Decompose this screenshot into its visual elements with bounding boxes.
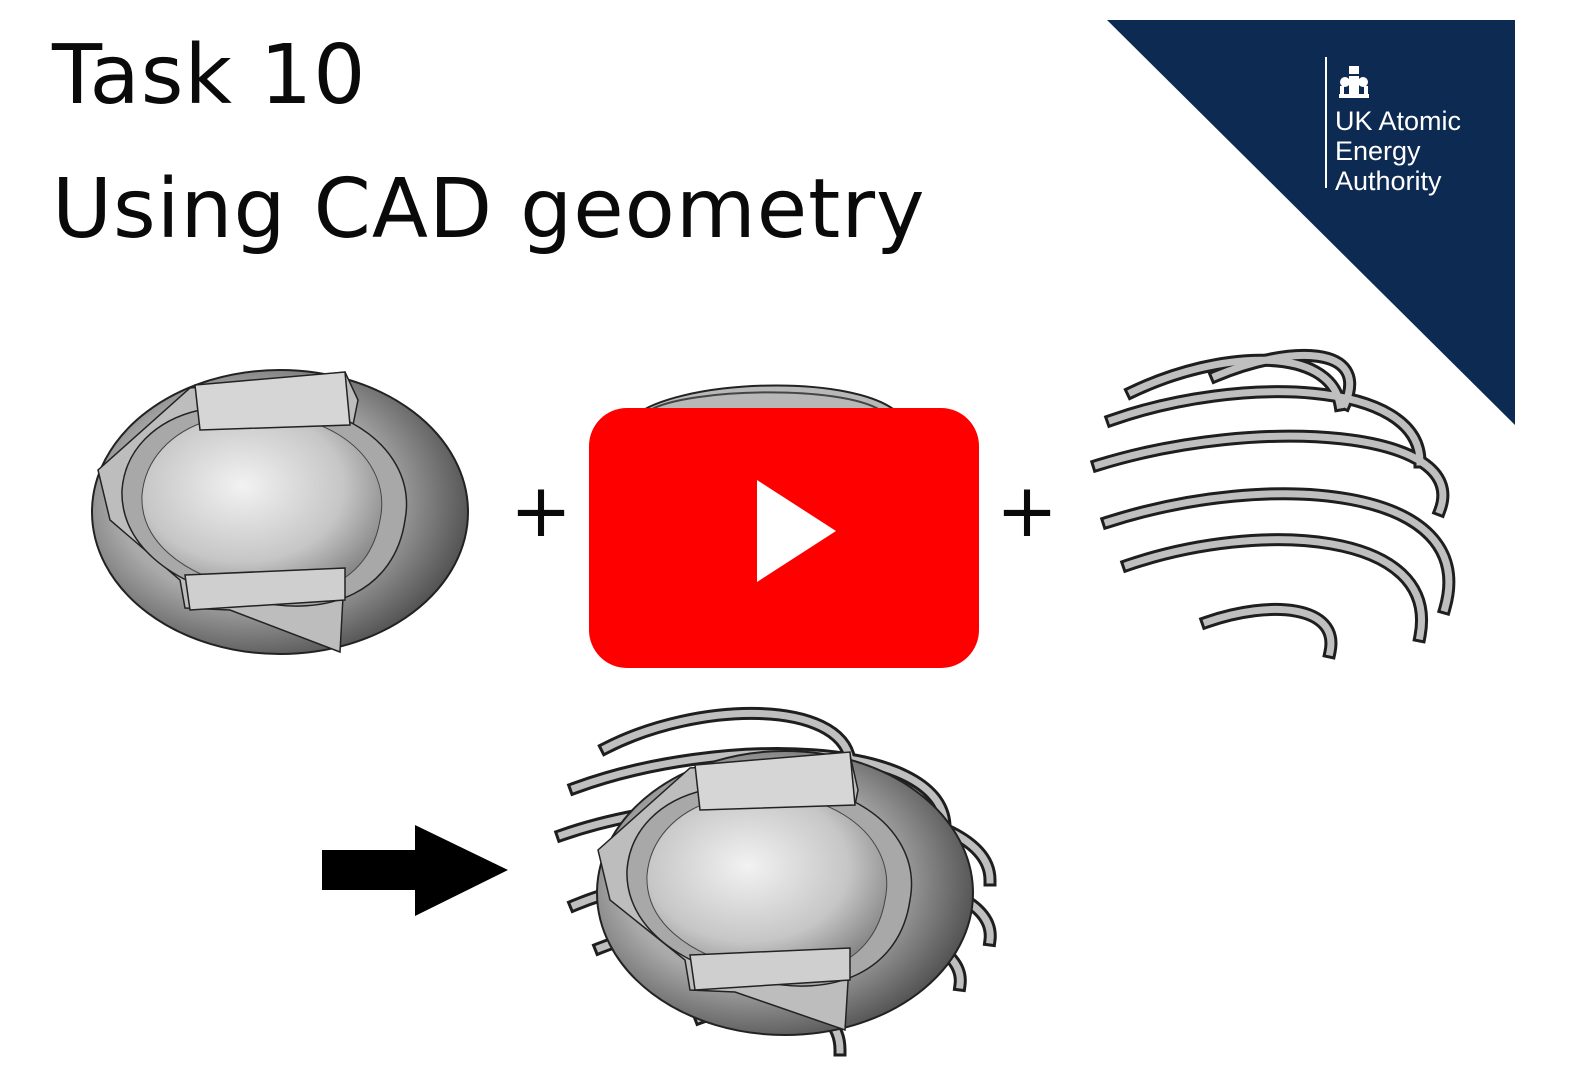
vessel-shape <box>91 369 469 655</box>
assembled-shape <box>553 706 997 1057</box>
plus-operator-2: + <box>996 468 1058 554</box>
logo-line-1: UK Atomic <box>1335 106 1461 136</box>
play-button[interactable] <box>589 408 979 668</box>
title-line-1: Task 10 <box>52 28 367 123</box>
coil-rings <box>1089 348 1456 660</box>
logo-line-3: Authority <box>1335 166 1442 196</box>
royal-crest-icon <box>1339 66 1369 98</box>
arrow-right-icon <box>322 825 508 916</box>
plus-operator-1: + <box>510 468 572 554</box>
title-line-2: Using CAD geometry <box>52 162 926 257</box>
play-icon <box>757 480 836 582</box>
ukaea-logo: UK Atomic Energy Authority <box>1107 20 1515 425</box>
logo-line-2: Energy <box>1335 136 1421 166</box>
logo-background-triangle <box>1107 20 1515 425</box>
